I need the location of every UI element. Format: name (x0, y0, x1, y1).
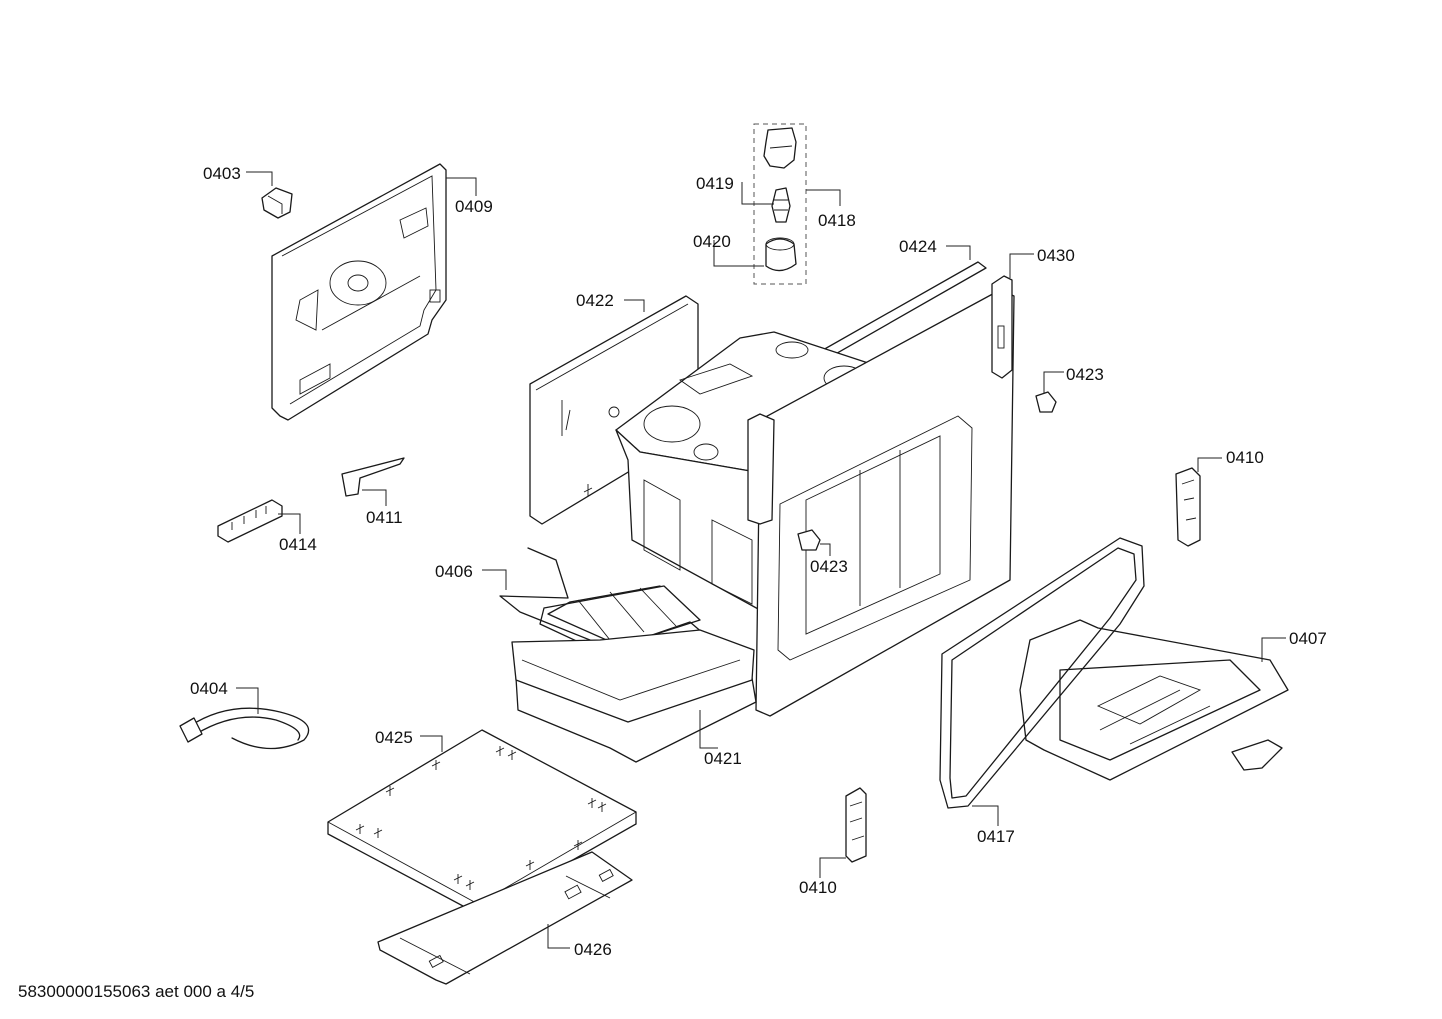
callout-0422: 0422 (576, 291, 614, 310)
part-0403-bracket[interactable] (261, 187, 293, 219)
part-0423-socket-upper[interactable] (1035, 391, 1057, 413)
callout-0414: 0414 (279, 535, 317, 554)
part-0410-hinge-lower[interactable] (845, 787, 867, 863)
part-0417-door-gasket[interactable] (939, 537, 1145, 809)
part-0414-terminal-block[interactable] (217, 499, 283, 543)
part-0407-grill-element[interactable] (1019, 619, 1289, 781)
part-0419-lamp-bulb[interactable] (771, 187, 791, 223)
callout-0411: 0411 (366, 508, 403, 527)
part-0407-bracket[interactable] (1231, 739, 1283, 771)
callout-0421: 0421 (704, 749, 742, 768)
callout-0423-upper: 0423 (1066, 365, 1104, 384)
part-0410-hinge-upper[interactable] (1175, 467, 1201, 547)
callout-0424: 0424 (899, 237, 937, 256)
part-0409-rear-panel[interactable] (271, 163, 447, 421)
leader-lines (236, 171, 1286, 949)
callout-0406: 0406 (435, 562, 473, 581)
part-0425-bottom-board[interactable] (327, 729, 637, 915)
callout-labels: 0403 0409 0419 0418 0420 0424 0430 0422 … (190, 164, 1327, 959)
callout-0423-lower: 0423 (810, 557, 848, 576)
part-0423-socket-lower[interactable] (797, 529, 821, 551)
part-0404-power-cord[interactable] (179, 707, 310, 750)
part-0421-bottom-insulation[interactable] (511, 629, 757, 763)
callout-0430: 0430 (1037, 246, 1075, 265)
part-0411-clip[interactable] (341, 457, 405, 497)
part-0430-oven-cavity[interactable] (615, 289, 1015, 717)
callout-0419: 0419 (696, 174, 734, 193)
callout-0404: 0404 (190, 679, 228, 698)
document-code: 58300000155063 aet 000 a 4/5 (18, 982, 254, 1001)
part-0426-bottom-tray[interactable] (377, 851, 633, 985)
callout-0403: 0403 (203, 164, 241, 183)
callout-0407: 0407 (1289, 629, 1327, 648)
callout-0410-lower: 0410 (799, 878, 837, 897)
callout-0418: 0418 (818, 211, 856, 230)
callout-0420: 0420 (693, 232, 731, 251)
callout-0426: 0426 (574, 940, 612, 959)
part-0430-front-upright[interactable] (991, 275, 1013, 379)
callout-0417: 0417 (977, 827, 1015, 846)
callout-0409: 0409 (455, 197, 493, 216)
part-0420-lamp-cover[interactable] (765, 237, 797, 272)
callout-0410-upper: 0410 (1226, 448, 1264, 467)
callout-0425: 0425 (375, 728, 413, 747)
